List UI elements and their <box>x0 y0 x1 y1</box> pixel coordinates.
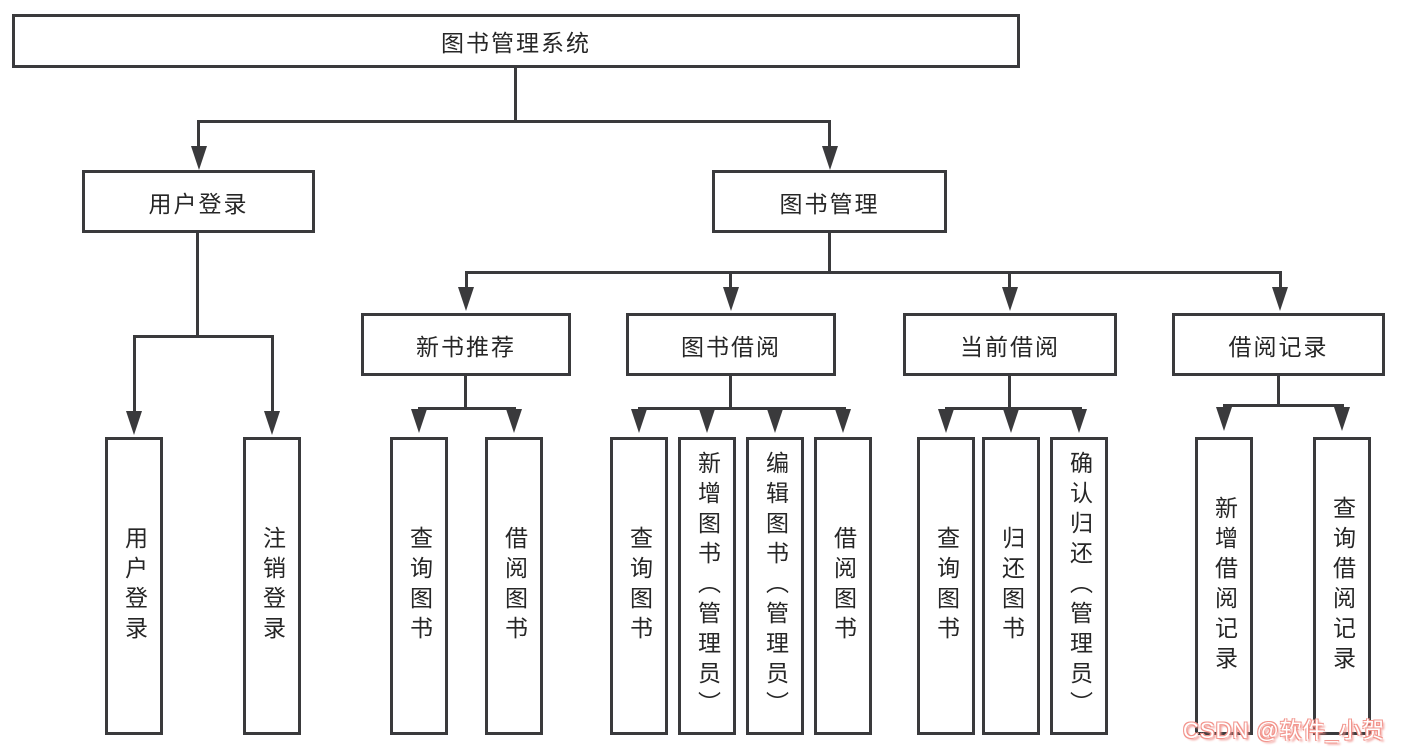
node-label: 借阅图书 <box>830 526 857 646</box>
leaf-confirm-return-admin: 确认归还（管理员） <box>1050 437 1108 735</box>
connector-line <box>1008 376 1011 409</box>
node-label: 注销登录 <box>259 526 286 646</box>
node-label: 用户登录 <box>148 190 249 217</box>
node-label: 查询图书 <box>933 526 960 646</box>
arrowhead-icon <box>822 146 838 170</box>
connector-line <box>133 335 136 412</box>
connector-line <box>945 407 1082 410</box>
node-user-login: 用户登录 <box>82 170 315 233</box>
arrowhead-icon <box>191 146 207 170</box>
arrowhead-icon <box>1216 407 1232 431</box>
node-label: 归还图书 <box>998 526 1025 646</box>
node-current-borrow: 当前借阅 <box>903 313 1117 376</box>
node-label: 编辑图书（管理员） <box>762 451 789 721</box>
arrowhead-icon <box>126 411 142 435</box>
node-label: 用户登录 <box>121 526 148 646</box>
arrowhead-icon <box>723 287 739 311</box>
node-root-library-management-system: 图书管理系统 <box>12 14 1020 68</box>
node-label: 新增借阅记录 <box>1211 496 1238 676</box>
node-book-management: 图书管理 <box>712 170 947 233</box>
leaf-query-books-current: 查询图书 <box>917 437 975 735</box>
connector-line <box>1223 404 1344 407</box>
connector-line <box>465 271 468 289</box>
connector-line <box>828 120 831 148</box>
leaf-borrow-books: 借阅图书 <box>814 437 872 735</box>
arrowhead-icon <box>631 409 647 433</box>
connector-line <box>133 335 274 338</box>
arrowhead-icon <box>411 409 427 433</box>
node-label: 确认归还（管理员） <box>1066 451 1093 721</box>
node-new-book-recommend: 新书推荐 <box>361 313 571 376</box>
arrowhead-icon <box>1071 409 1087 433</box>
connector-line <box>1279 271 1282 289</box>
arrowhead-icon <box>264 411 280 435</box>
leaf-query-borrow-record: 查询借阅记录 <box>1313 437 1371 735</box>
arrowhead-icon <box>458 287 474 311</box>
connector-line <box>197 120 200 148</box>
arrowhead-icon <box>1272 287 1288 311</box>
node-label: 新书推荐 <box>416 333 516 360</box>
node-label: 查询图书 <box>626 526 653 646</box>
leaf-add-books-admin: 新增图书（管理员） <box>678 437 736 735</box>
leaf-add-borrow-record: 新增借阅记录 <box>1195 437 1253 735</box>
arrowhead-icon <box>506 409 522 433</box>
connector-line <box>729 271 732 289</box>
arrowhead-icon <box>767 409 783 433</box>
connector-line <box>1277 376 1280 407</box>
connector-line <box>1008 271 1011 289</box>
node-label: 新增图书（管理员） <box>694 451 721 721</box>
watermark: CSDN @软件_小贺同学 <box>1183 718 1386 743</box>
connector-line <box>514 68 517 122</box>
arrowhead-icon <box>1002 287 1018 311</box>
arrowhead-icon <box>938 409 954 433</box>
node-label: 借阅图书 <box>501 526 528 646</box>
node-label: 查询图书 <box>406 526 433 646</box>
connector-line <box>638 407 846 410</box>
arrowhead-icon <box>835 409 851 433</box>
leaf-edit-books-admin: 编辑图书（管理员） <box>746 437 804 735</box>
connector-line <box>465 271 1282 274</box>
connector-line <box>418 407 516 410</box>
leaf-borrow-books-recommend: 借阅图书 <box>485 437 543 735</box>
leaf-return-books: 归还图书 <box>982 437 1040 735</box>
arrowhead-icon <box>1003 409 1019 433</box>
connector-line <box>197 120 831 123</box>
node-borrow-records: 借阅记录 <box>1172 313 1385 376</box>
leaf-query-books-recommend: 查询图书 <box>390 437 448 735</box>
node-label: 借阅记录 <box>1228 333 1329 360</box>
leaf-user-login: 用户登录 <box>105 437 163 735</box>
arrowhead-icon <box>1334 407 1350 431</box>
leaf-query-books-borrow: 查询图书 <box>610 437 668 735</box>
connector-line <box>271 335 274 412</box>
node-label: 图书管理 <box>779 190 880 217</box>
node-label: 当前借阅 <box>960 333 1060 360</box>
node-book-borrow: 图书借阅 <box>626 313 836 376</box>
leaf-logout: 注销登录 <box>243 437 301 735</box>
node-label: 查询借阅记录 <box>1329 496 1356 676</box>
connector-line <box>828 233 831 274</box>
node-label: 图书借阅 <box>681 333 781 360</box>
connector-line <box>729 376 732 409</box>
node-label: 图书管理系统 <box>441 30 591 56</box>
connector-line <box>464 376 467 409</box>
arrowhead-icon <box>699 409 715 433</box>
connector-line <box>196 233 199 337</box>
